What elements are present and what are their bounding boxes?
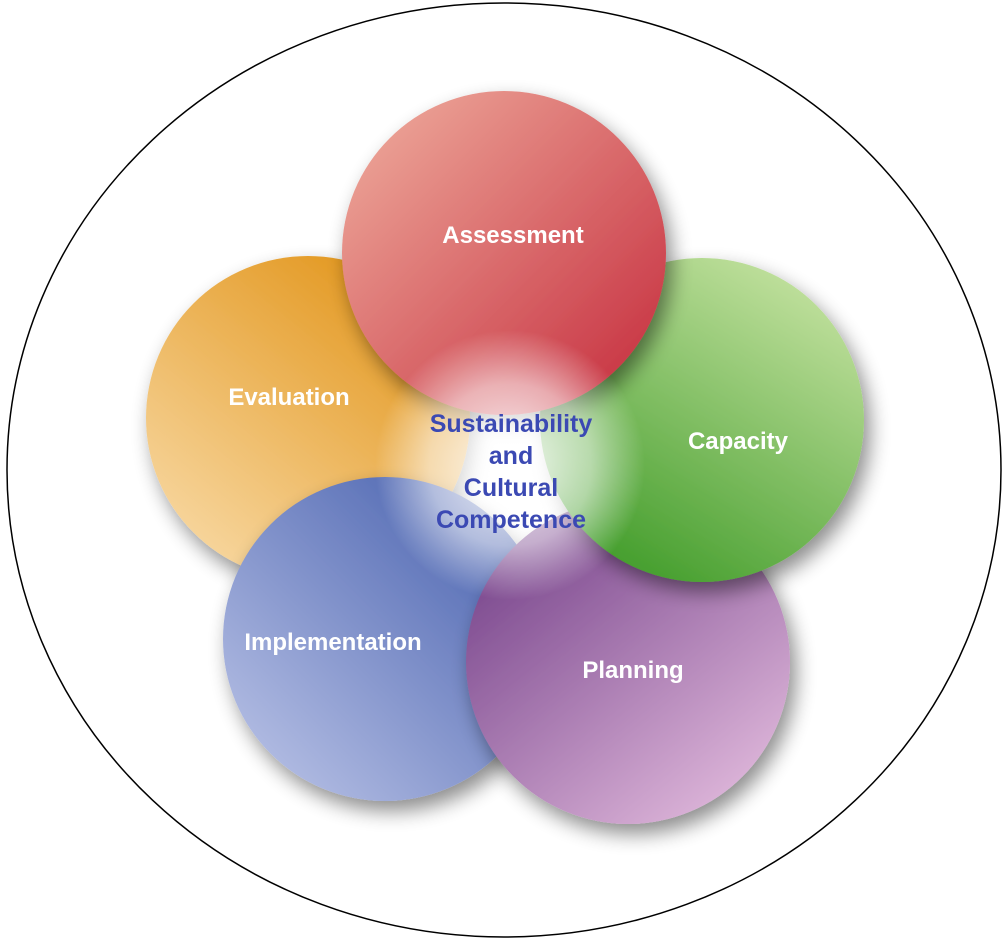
center-line-1: Sustainability xyxy=(430,410,593,438)
center-glow xyxy=(375,330,645,600)
label-implementation: Implementation xyxy=(244,629,421,656)
label-capacity: Capacity xyxy=(688,428,789,455)
petal-assessment xyxy=(342,91,666,415)
center-line-2: and xyxy=(489,442,533,470)
center-line-3: Cultural xyxy=(464,474,558,502)
frame-circle xyxy=(6,2,1002,938)
label-planning: Planning xyxy=(582,657,683,684)
petal-assessment-shape xyxy=(342,91,666,415)
center-title: Sustainability and Cultural Competence xyxy=(430,410,593,534)
label-assessment: Assessment xyxy=(442,222,583,249)
center-line-4: Competence xyxy=(436,506,586,534)
label-evaluation: Evaluation xyxy=(228,384,349,411)
